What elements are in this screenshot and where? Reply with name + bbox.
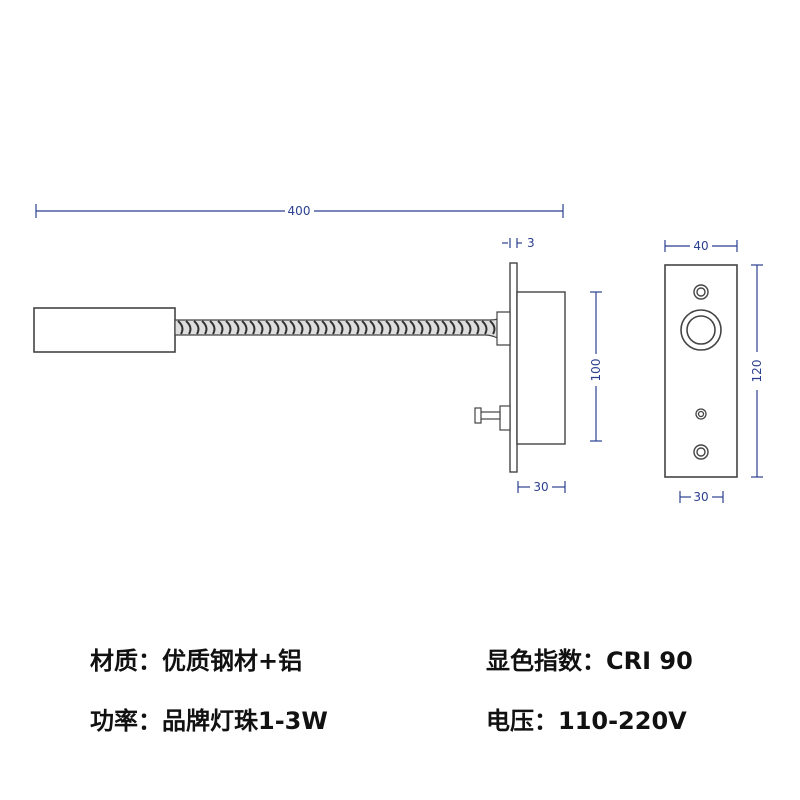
spec-cri: 显色指数：CRI 90	[486, 647, 693, 675]
dimension-plate-thickness	[502, 238, 522, 248]
dimension-front-width-bottom	[679, 491, 724, 503]
screw-hole-bottom	[693, 444, 709, 460]
dimension-label-100: 100	[589, 359, 603, 382]
dimension-side-depth	[517, 481, 566, 493]
dimension-front-height	[751, 264, 763, 478]
dimension-overall-length	[35, 204, 564, 218]
lamp-head	[33, 307, 176, 353]
arm-mount	[496, 311, 511, 346]
screw-hole-top	[693, 284, 709, 300]
dimension-front-width-top	[664, 240, 738, 252]
wall-plate-front	[664, 264, 738, 478]
dimension-side-height	[590, 291, 602, 442]
gooseneck-arm	[174, 313, 508, 343]
wall-plate-side	[509, 262, 518, 473]
base-box-side	[516, 291, 566, 445]
spec-material: 材质：优质钢材+铝	[90, 647, 303, 675]
dimension-label-3: 3	[527, 236, 535, 250]
arm-socket	[680, 309, 722, 351]
dimension-label-30-side: 30	[533, 480, 548, 494]
spec-power: 功率：品牌灯珠1-3W	[90, 707, 328, 735]
switch-hole	[695, 408, 707, 420]
spec-voltage: 电压：110-220V	[486, 707, 687, 735]
dimension-label-30-front: 30	[693, 490, 708, 504]
toggle-switch	[474, 405, 511, 431]
dimension-label-120: 120	[750, 360, 764, 383]
dimension-label-40: 40	[693, 239, 708, 253]
dimension-label-400: 400	[288, 204, 311, 218]
